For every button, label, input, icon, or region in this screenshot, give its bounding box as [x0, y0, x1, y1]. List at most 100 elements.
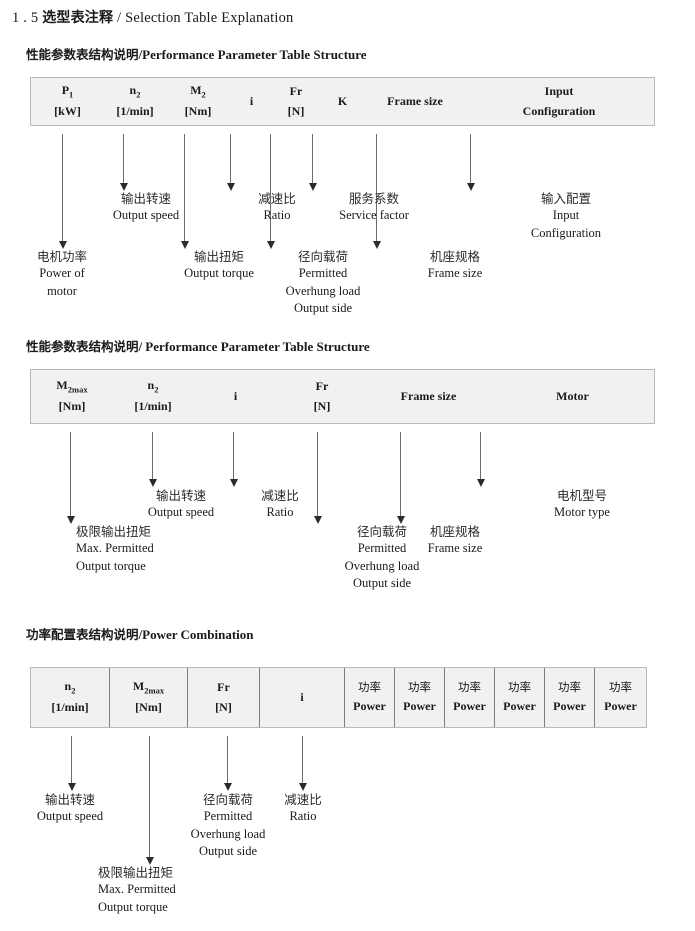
table3-col-fr-unit: [N]	[215, 699, 232, 714]
label-max-permitted-output-torque-3-cn: 极限输出扭矩	[98, 865, 174, 880]
table1-col-fr: Fr [N]	[273, 78, 319, 125]
label-overhung-load-1-en3: Output side	[294, 300, 352, 315]
section-2-heading-en: Performance Parameter Table Structure	[145, 339, 370, 354]
table1-col-p1-symbol: P1	[61, 83, 74, 100]
table2-col-i-symbol: i	[233, 388, 238, 403]
label-ratio-2-en1: Ratio	[266, 505, 294, 520]
arrow-to-ratio-2	[229, 432, 238, 487]
label-overhung-load-2-en2: Overhung load	[344, 558, 420, 573]
label-ratio-2-cn: 减速比	[261, 488, 299, 503]
section-1-heading: 性能参数表结构说明/Performance Parameter Table St…	[26, 44, 367, 63]
label-power-of-motor-cn: 电机功率	[36, 249, 88, 264]
label-overhung-load-3-en2: Overhung load	[190, 826, 266, 841]
label-input-configuration-cn: 输入配置	[540, 191, 592, 206]
performance-parameter-table-2: M2max [Nm] n2 [1/min] i Fr [N] Frame siz…	[30, 369, 655, 424]
label-power-of-motor-en2: motor	[47, 283, 77, 298]
table3-col-m2max-symbol: M2max	[132, 679, 165, 696]
table3-col-power-4: 功率 Power	[494, 668, 544, 727]
label-ratio-3: 减速比 Ratio	[284, 791, 322, 826]
label-max-permitted-output-torque-3-en1: Max. Permitted	[98, 882, 176, 897]
table1-col-fr-symbol: Fr	[289, 83, 303, 98]
table1-col-n2: n2 [1/min]	[104, 78, 166, 125]
performance-parameter-table-1: P1 [kW] n2 [1/min] M2 [Nm] i Fr [N] K Fr…	[30, 77, 655, 126]
arrow-to-output-speed-3	[67, 736, 76, 791]
arrow-to-permitted-overhung-load-2	[313, 432, 322, 524]
page-title-cn: 选型表注释	[42, 10, 114, 26]
table3-col-n2-unit: [1/min]	[51, 699, 89, 714]
table1-col-m2-symbol: M2	[190, 83, 206, 100]
table2-col-fr: Fr [N]	[278, 370, 366, 423]
label-overhung-load-3-en3: Output side	[199, 843, 257, 858]
page-title: 1 . 5 选型表注释 / Selection Table Explanatio…	[12, 7, 294, 27]
label-max-permitted-output-torque-2-en1: Max. Permitted	[76, 541, 154, 556]
table3-col-power-5-en: Power	[553, 699, 586, 714]
label-output-speed-3-en1: Output speed	[36, 809, 104, 824]
label-max-permitted-output-torque-2-en2: Output torque	[76, 558, 146, 573]
label-input-configuration-en2: Configuration	[530, 225, 602, 240]
table3-col-power-3-cn: 功率	[458, 680, 481, 695]
table3-col-power-2-cn: 功率	[408, 680, 431, 695]
arrow-to-input-configuration	[466, 134, 475, 191]
table3-col-n2: n2 [1/min]	[31, 668, 109, 727]
label-motor-type-cn: 电机型号	[556, 488, 607, 503]
table3-col-power-5-cn: 功率	[558, 680, 581, 695]
label-motor-type: 电机型号 Motor type	[554, 487, 610, 522]
label-frame-size-1-en1: Frame size	[427, 266, 483, 281]
label-overhung-load-1-en1: Permitted	[298, 266, 348, 281]
table2-col-motor: Motor	[491, 370, 654, 423]
table1-col-input-configuration-line1: Input	[544, 83, 574, 98]
label-power-of-motor-en1: Power of	[39, 266, 85, 281]
label-max-permitted-output-torque-3-en2: Output torque	[98, 899, 168, 914]
table1-col-p1: P1 [kW]	[31, 78, 104, 125]
table1-col-i: i	[230, 78, 273, 125]
label-overhung-load-2-en1: Permitted	[357, 541, 407, 556]
table2-col-i: i	[193, 370, 278, 423]
section-3-heading-en: Power Combination	[142, 627, 254, 642]
table3-col-power-3: 功率 Power	[444, 668, 494, 727]
label-frame-size-2: 机座规格 Frame size	[428, 523, 483, 558]
table3-col-power-4-cn: 功率	[508, 680, 531, 695]
arrow-to-ratio-3	[298, 736, 307, 791]
label-overhung-load-2: 径向载荷 Permitted Overhung load Output side	[345, 523, 420, 592]
table3-col-m2max-unit: [Nm]	[135, 699, 162, 714]
label-overhung-load-2-en3: Output side	[353, 575, 411, 590]
label-output-torque-cn: 输出扭矩	[193, 249, 245, 264]
table1-col-n2-unit: [1/min]	[116, 103, 154, 118]
arrow-to-output-speed-2	[148, 432, 157, 487]
table2-col-motor-label: Motor	[556, 388, 589, 403]
label-output-speed-3-cn: 输出转速	[44, 792, 95, 807]
table1-col-frame-size: Frame size	[366, 78, 464, 125]
table3-col-power-6-cn: 功率	[609, 680, 632, 695]
label-overhung-load-1-en2: Overhung load	[285, 283, 361, 298]
label-overhung-load-3-en1: Permitted	[203, 809, 253, 824]
label-output-torque-en1: Output torque	[184, 266, 254, 281]
arrow-to-output-speed	[119, 134, 128, 191]
page-title-en: Selection Table Explanation	[125, 10, 294, 26]
label-output-speed-1: 输出转速 Output speed	[113, 190, 179, 225]
arrow-to-permitted-overhung-load	[266, 134, 275, 249]
label-frame-size-1-cn: 机座规格	[429, 249, 480, 264]
label-ratio-1-cn: 减速比	[258, 191, 296, 206]
table1-col-frame-size-label: Frame size	[387, 93, 443, 108]
page-title-separator: /	[117, 10, 122, 26]
table1-col-input-configuration: Input Configuration	[464, 78, 654, 125]
label-frame-size-2-cn: 机座规格	[429, 524, 480, 539]
table2-col-fr-symbol: Fr	[315, 378, 329, 393]
label-overhung-load-3: 径向载荷 Permitted Overhung load Output side	[191, 791, 266, 860]
label-input-configuration: 输入配置 Input Configuration	[531, 190, 601, 242]
label-ratio-2: 减速比 Ratio	[261, 487, 299, 522]
section-3-heading-sep: /	[138, 627, 143, 642]
table1-col-input-configuration-line2: Configuration	[522, 103, 596, 118]
table3-col-power-5: 功率 Power	[544, 668, 594, 727]
label-frame-size-1: 机座规格 Frame size	[428, 248, 483, 283]
label-output-torque: 输出扭矩 Output torque	[184, 248, 254, 283]
table2-col-frame-size-label: Frame size	[400, 388, 457, 403]
section-1-heading-cn: 性能参数表结构说明	[26, 47, 139, 62]
label-max-permitted-output-torque-2-cn: 极限输出扭矩	[76, 524, 152, 539]
table3-col-n2-symbol: n2	[64, 679, 76, 696]
table3-col-power-2-en: Power	[403, 699, 436, 714]
section-2-heading: 性能参数表结构说明/ Performance Parameter Table S…	[26, 336, 370, 355]
label-frame-size-2-en1: Frame size	[427, 541, 483, 556]
arrow-to-motor-type	[476, 432, 485, 487]
table1-col-k: K	[319, 78, 366, 125]
